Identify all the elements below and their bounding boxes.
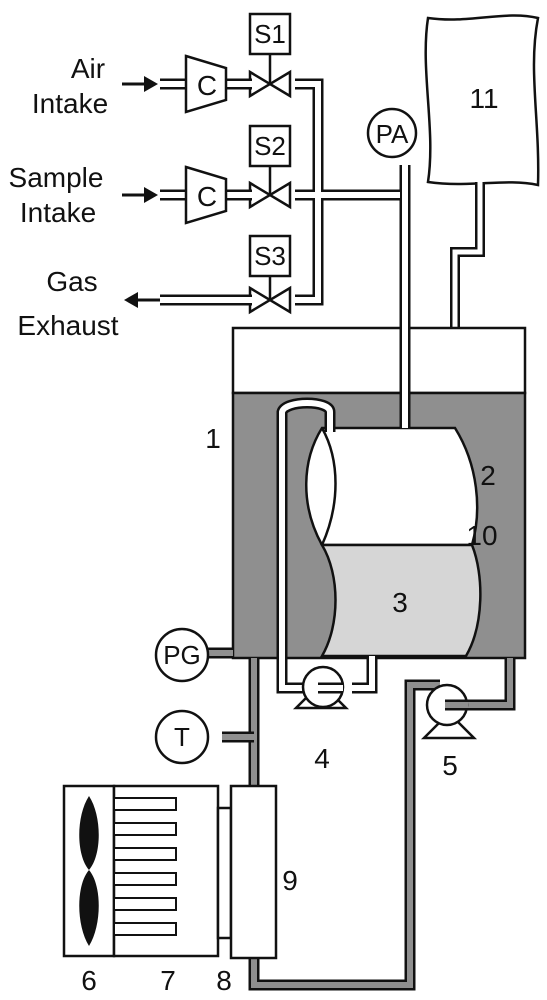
siphon-tube <box>276 397 336 694</box>
compressor-air <box>160 54 252 114</box>
label-t: T <box>174 722 190 752</box>
liquid-lines <box>208 647 516 991</box>
pump-4 <box>292 665 350 710</box>
label-compressor-sample: C <box>197 181 217 212</box>
compressor-sample <box>160 165 252 225</box>
inner-cylinder <box>305 426 482 658</box>
label-1: 1 <box>205 423 221 454</box>
label-gas: Gas <box>46 266 97 297</box>
label-8: 8 <box>216 965 232 996</box>
label-4: 4 <box>314 743 330 774</box>
heat-sink-icon <box>113 797 177 936</box>
compressor-icon <box>184 165 228 225</box>
gas-manifold <box>295 78 400 306</box>
label-10: 10 <box>466 520 497 551</box>
bag-connection-tube <box>450 182 485 330</box>
gas-bag-icon <box>424 14 540 187</box>
cooler-assembly <box>62 784 278 960</box>
label-pg: PG <box>163 640 201 670</box>
label-intake-sample: Intake <box>20 197 96 228</box>
label-7: 7 <box>160 965 176 996</box>
label-5: 5 <box>442 750 458 781</box>
label-exhaust: Exhaust <box>17 310 118 341</box>
fan-icon <box>79 796 99 946</box>
valve-s2 <box>248 124 292 210</box>
label-6: 6 <box>81 965 97 996</box>
pressure-analyzer <box>366 107 418 159</box>
pressure-gauge <box>154 627 210 683</box>
arrow-in-icon <box>122 76 158 92</box>
label-s2: S2 <box>254 131 286 161</box>
compressor-icon <box>184 54 228 114</box>
thermometer <box>154 709 210 765</box>
arrow-in-icon <box>122 187 158 203</box>
label-pa: PA <box>376 119 409 149</box>
label-s1: S1 <box>254 19 286 49</box>
pump-5 <box>420 683 478 740</box>
label-s3: S3 <box>254 241 286 271</box>
label-intake-air: Intake <box>32 88 108 119</box>
label-11: 11 <box>469 83 498 114</box>
arrow-out-icon <box>124 292 160 308</box>
label-compressor-air: C <box>197 70 217 101</box>
label-9: 9 <box>282 865 298 896</box>
label-air: Air <box>71 53 105 84</box>
label-2: 2 <box>480 460 496 491</box>
label-sample: Sample <box>9 162 104 193</box>
label-3: 3 <box>392 587 408 618</box>
